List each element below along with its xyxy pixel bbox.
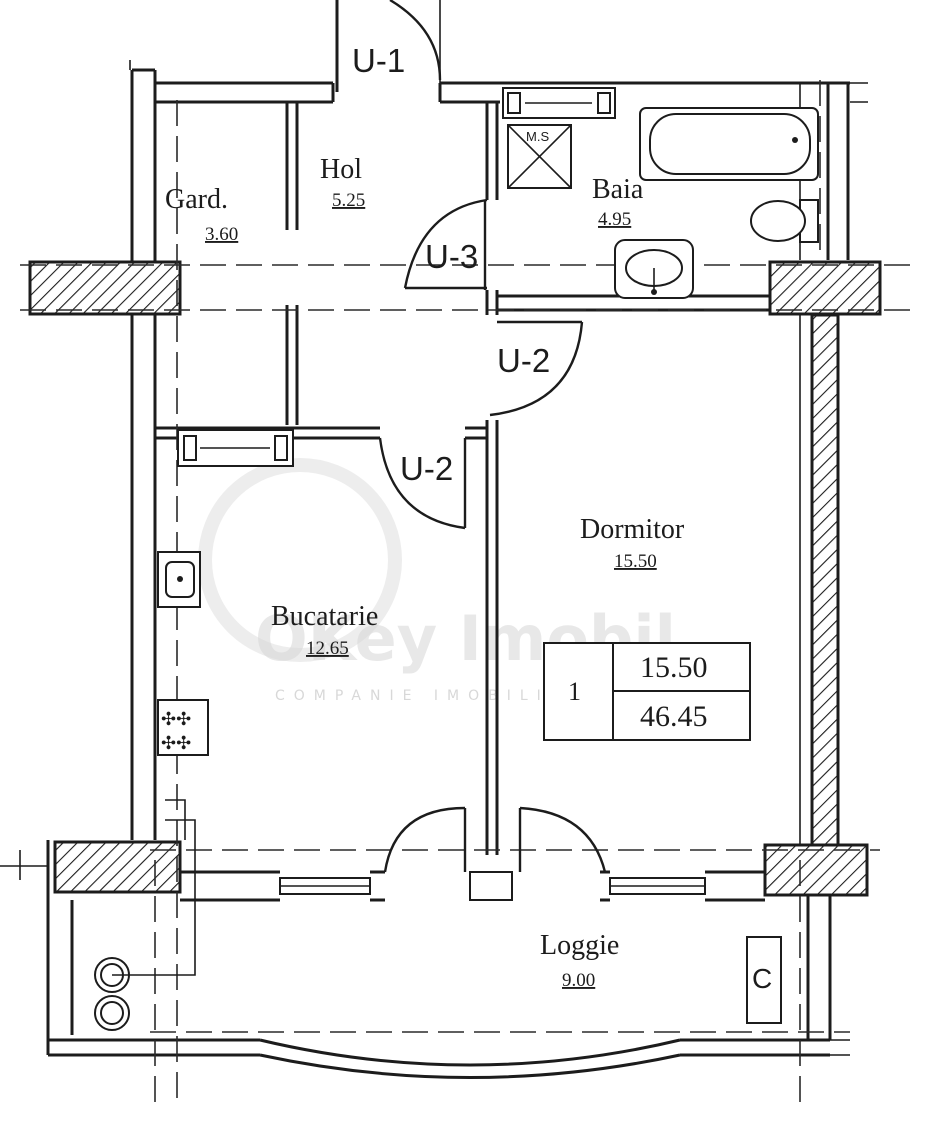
svg-text:✣✣: ✣✣ — [161, 709, 191, 729]
summary-total-area: 46.45 — [640, 700, 708, 733]
room-bucatarie-name: Bucatarie — [271, 601, 378, 632]
watermark-tagline: COMPANIE IMOBILIARA — [275, 688, 605, 704]
toilet-icon — [750, 199, 819, 243]
summary-living-area: 15.50 — [640, 651, 708, 684]
ms-label: M.S — [526, 129, 549, 144]
boiler-icon — [94, 957, 135, 1031]
room-baia-area: 4.95 — [598, 209, 631, 230]
doors: U-1 U-3 U-2 U-2 — [335, 0, 607, 873]
svg-text:✣✣: ✣✣ — [161, 733, 191, 753]
room-hol-name: Hol — [320, 154, 362, 185]
door-u3-label: U-3 — [425, 238, 478, 275]
door-u2-kitchen-label: U-2 — [400, 450, 453, 487]
door-u1-label: U-1 — [352, 42, 405, 79]
room-gard-area: 3.60 — [205, 224, 238, 245]
stove-icon: ✣✣ ✣✣ — [157, 699, 209, 756]
closet-box — [746, 936, 782, 1024]
room-labels: Gard. 3.60 Hol 5.25 Baia 4.95 Dormitor 1… — [165, 154, 685, 991]
bathroom-sink-icon — [614, 239, 694, 299]
summary-rooms-count: 1 — [568, 677, 581, 706]
room-loggie-name: Loggie — [540, 930, 619, 961]
area-summary-table: 1 15.50 46.45 — [543, 642, 751, 741]
closet-label: C — [752, 963, 772, 994]
room-bucatarie-area: 12.65 — [306, 638, 349, 659]
room-baia-name: Baia — [592, 174, 644, 205]
room-gard-name: Gard. — [165, 184, 228, 215]
door-u2-bedroom-label: U-2 — [497, 342, 550, 379]
room-loggie-area: 9.00 — [562, 970, 595, 991]
kitchen-sink-icon — [157, 551, 201, 608]
room-dormitor-name: Dormitor — [580, 514, 685, 545]
fixtures: M.S ✣✣ ✣✣ — [94, 87, 819, 1031]
hatched-columns — [28, 260, 882, 897]
axis-lines — [20, 80, 920, 1110]
room-hol-area: 5.25 — [332, 190, 365, 211]
room-dormitor-area: 15.50 — [614, 551, 657, 572]
